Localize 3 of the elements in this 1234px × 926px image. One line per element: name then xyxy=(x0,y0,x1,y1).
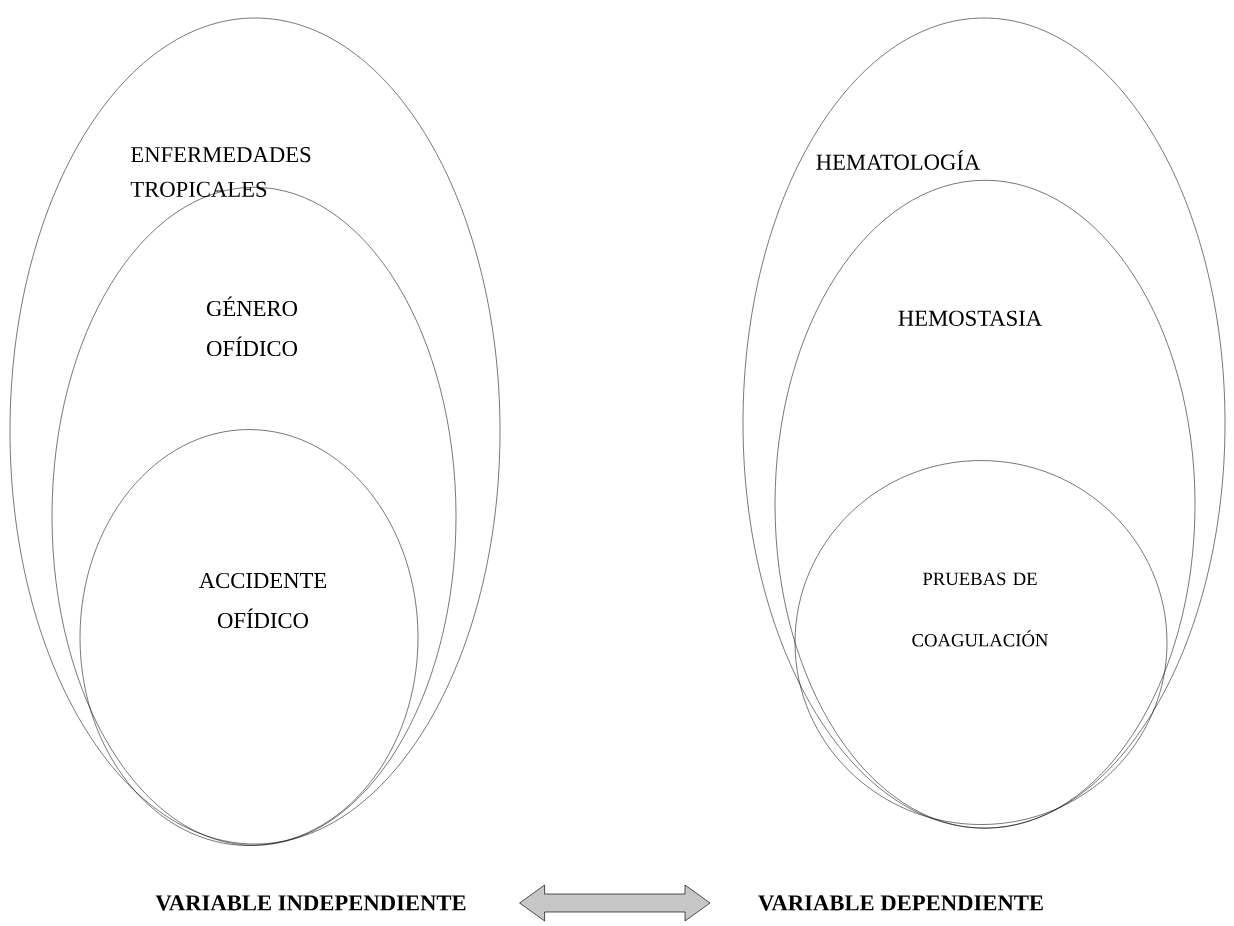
variable-label: VARIABLE DEPENDIENTE xyxy=(758,895,1043,911)
variable-label: VARIABLE INDEPENDIENTE xyxy=(155,895,466,911)
double-arrow xyxy=(519,884,711,922)
